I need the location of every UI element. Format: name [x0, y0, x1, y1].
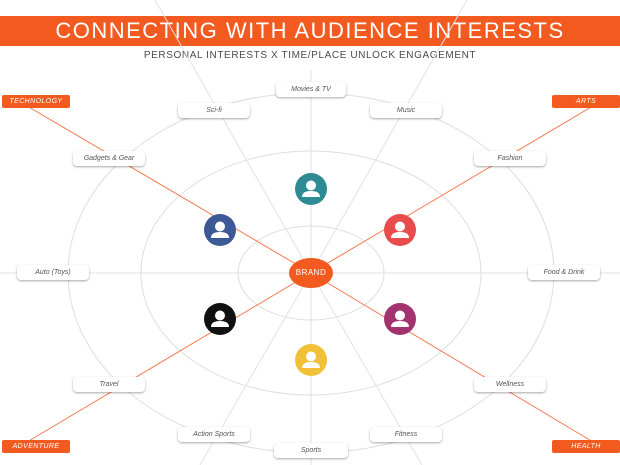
interest-travel: Travel — [73, 377, 145, 392]
person-icon — [295, 344, 327, 376]
spoke-arts — [310, 102, 599, 274]
interest-gadgets: Gadgets & Gear — [73, 151, 145, 166]
page-subtitle: PERSONAL INTERESTS X TIME/PLACE UNLOCK E… — [143, 50, 477, 61]
category-technology: TECHNOLOGY — [2, 95, 70, 108]
spoke-health — [310, 272, 599, 446]
person-icon — [204, 303, 236, 335]
interest-auto: Auto (Toys) — [17, 265, 89, 280]
spoke-adventure — [21, 272, 312, 446]
category-adventure: ADVENTURE — [2, 440, 70, 453]
spoke-music — [310, 0, 468, 274]
category-health: HEALTH — [552, 440, 620, 453]
interest-wellness: Wellness — [474, 377, 546, 392]
brand-node: BRAND — [289, 258, 333, 288]
spoke-technology — [21, 102, 312, 274]
spoke-scifi — [154, 0, 312, 274]
person-icon — [384, 214, 416, 246]
interest-movies-tv: Movies & TV — [276, 82, 346, 97]
category-arts: ARTS — [552, 95, 620, 108]
interest-fashion: Fashion — [474, 151, 546, 166]
page-title: CONNECTING WITH AUDIENCE INTERESTS — [0, 16, 620, 46]
interest-fitness: Fitness — [370, 427, 442, 442]
interest-sports: Sports — [274, 443, 348, 458]
interest-music: Music — [370, 103, 442, 118]
person-icon — [384, 303, 416, 335]
interest-food: Food & Drink — [528, 265, 600, 280]
interest-action-sports: Action Sports — [178, 427, 250, 442]
interest-scifi: Sci-fi — [178, 103, 250, 118]
person-icon — [295, 173, 327, 205]
person-icon — [204, 214, 236, 246]
